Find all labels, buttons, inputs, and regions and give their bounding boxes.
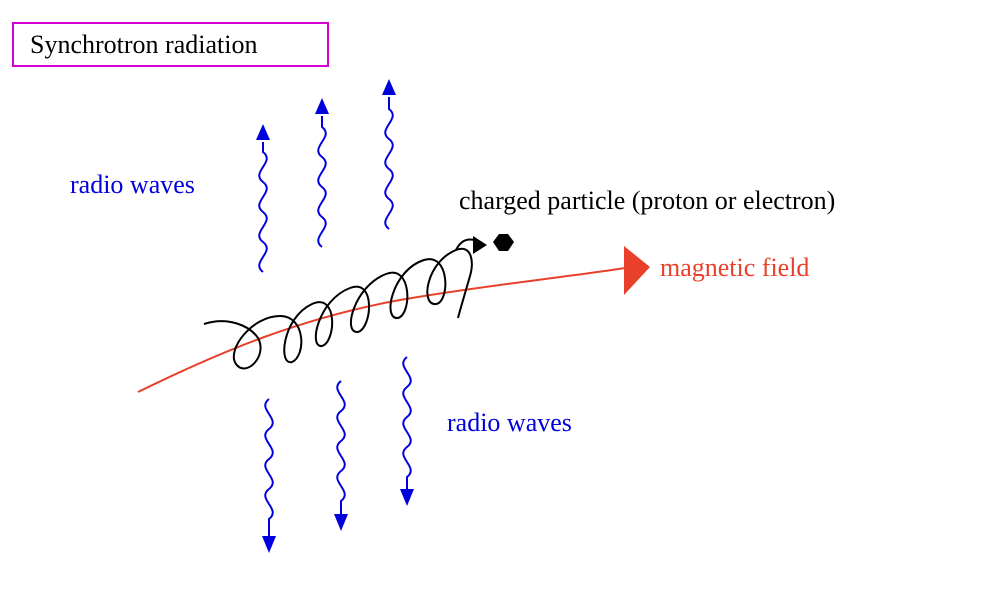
magnetic-field-arrowhead [624,246,650,295]
diagram-title: Synchrotron radiation [30,30,258,59]
particle-trail [455,238,475,251]
radio-waves-bottom-label: radio waves [447,408,572,437]
magnetic-field-label: magnetic field [660,253,810,282]
radio-wave-up-1 [258,142,268,273]
radio-waves-top-label: radio waves [70,170,195,199]
charged-particle-label: charged particle (proton or electron) [459,186,836,215]
magnetic-field-line [137,267,626,393]
radio-wave-up-arrowhead-2 [315,98,329,114]
radio-wave-down-2 [336,380,346,514]
radio-wave-up-2 [317,116,327,248]
particle-direction-arrow-icon [473,236,487,254]
radio-waves-top-group [258,97,394,273]
radio-wave-down-arrowhead-2 [334,514,348,531]
charged-particle-icon [493,234,514,251]
radio-wave-up-3 [384,97,394,230]
radio-wave-down-arrowhead-3 [400,489,414,506]
radio-waves-bottom-group [264,356,412,536]
radio-wave-down-3 [402,356,412,489]
radio-wave-up-arrowhead-1 [256,124,270,140]
particle-spiral-path [203,247,473,370]
title-box: Synchrotron radiation [12,22,329,67]
radio-wave-down-1 [264,398,274,536]
radio-wave-down-arrowhead-1 [262,536,276,553]
radio-wave-up-arrowhead-3 [382,79,396,95]
